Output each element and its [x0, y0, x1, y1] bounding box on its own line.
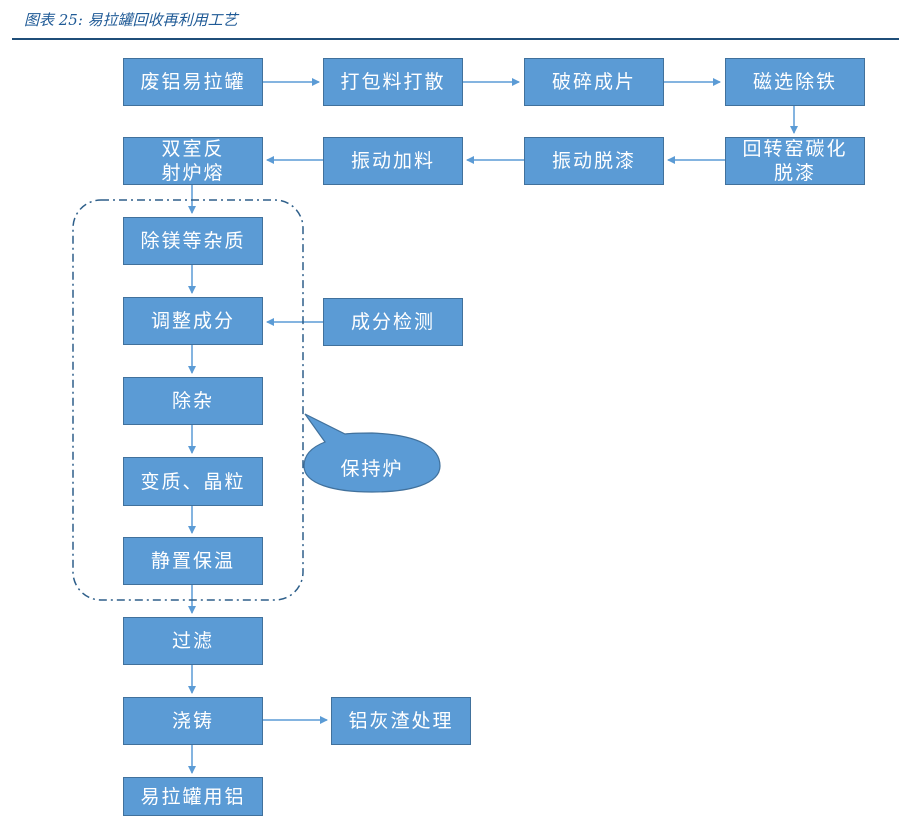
node-hold-warm: 静置保温	[123, 537, 263, 585]
header-rule	[12, 38, 899, 40]
node-crush-flake: 破碎成片	[524, 58, 664, 106]
node-dross-treatment: 铝灰渣处理	[331, 697, 471, 745]
node-dual-chamber-furnace: 双室反 射炉熔	[123, 137, 263, 185]
node-casting: 浇铸	[123, 697, 263, 745]
figure-caption: 图表 25: 易拉罐回收再利用工艺	[24, 11, 238, 29]
holding-furnace-callout-label: 保持炉	[340, 457, 404, 480]
node-pack-scatter: 打包料打散	[323, 58, 463, 106]
node-rotary-kiln: 回转窑碳化 脱漆	[725, 137, 865, 185]
node-can-aluminum: 易拉罐用铝	[123, 777, 263, 816]
node-vibrate-depaint: 振动脱漆	[524, 137, 664, 185]
holding-furnace-boundary	[72, 199, 304, 601]
node-filter: 过滤	[123, 617, 263, 665]
node-waste-al-can: 废铝易拉罐	[123, 58, 263, 106]
node-composition-detect: 成分检测	[323, 298, 463, 346]
node-magnetic-iron: 磁选除铁	[725, 58, 865, 106]
holding-furnace-callout-shape	[303, 413, 441, 493]
node-remove-mg: 除镁等杂质	[123, 217, 263, 265]
node-adjust-composition: 调整成分	[123, 297, 263, 345]
node-modify-grain: 变质、晶粒	[123, 457, 263, 506]
node-remove-impurity: 除杂	[123, 377, 263, 425]
node-vibrate-feed: 振动加料	[323, 137, 463, 185]
